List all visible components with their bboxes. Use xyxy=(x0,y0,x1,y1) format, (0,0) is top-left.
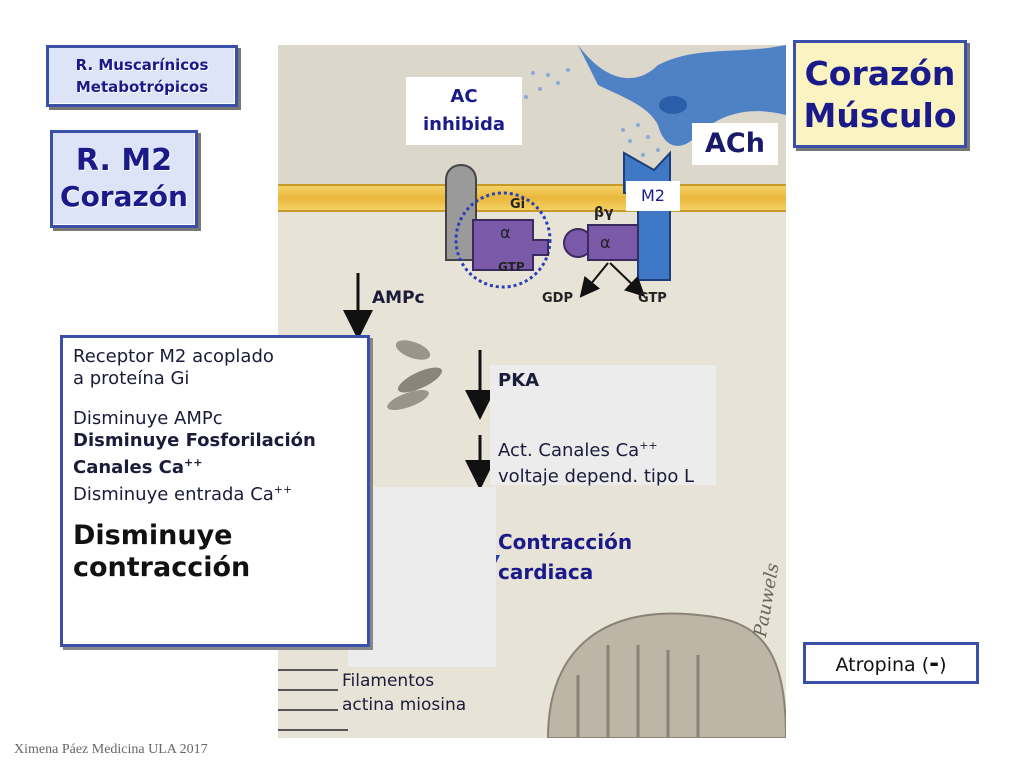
calcium-channel-label: Act. Canales Ca++ voltaje depend. tipo L xyxy=(498,433,694,490)
page-title-box: Corazón Músculo xyxy=(793,40,967,148)
gtp-right-label: GTP xyxy=(638,291,667,306)
organelle xyxy=(397,367,443,393)
filaments-label: Filamentos actina miosina xyxy=(338,667,471,719)
g-alpha-left xyxy=(472,219,549,271)
pka-area xyxy=(490,365,716,485)
m2-label: M2 xyxy=(626,181,680,211)
pka-label: PKA xyxy=(498,370,540,391)
page-title-line2: Músculo xyxy=(803,96,957,135)
channel-line2: voltaje depend. tipo L xyxy=(498,466,695,487)
organelle xyxy=(395,340,431,360)
contraction-line2: cardiaca xyxy=(498,560,594,584)
filaments-line1: Filamentos xyxy=(342,671,435,691)
gtp-arrow xyxy=(609,262,646,297)
gdp-label: GDP xyxy=(542,291,573,306)
ac-label-line2: inhibida xyxy=(422,114,506,135)
filament-area xyxy=(348,487,496,667)
panel-conclusion-line2: contracción xyxy=(73,552,251,583)
atropina-box: Atropina (-) xyxy=(803,642,979,684)
cristae xyxy=(576,645,700,738)
alpha-left-label: α xyxy=(500,223,511,242)
cell-membrane xyxy=(278,185,786,211)
panel-line2: a proteína Gi xyxy=(73,368,190,389)
panel-line6-text: Disminuye entrada Ca xyxy=(73,484,274,505)
alpha-right-label: α xyxy=(600,233,611,252)
receptor-type-organ: Corazón xyxy=(60,180,188,213)
panel-conclusion-line1: Disminuye xyxy=(73,520,233,551)
panel-line5: Canales Ca++ xyxy=(73,452,357,479)
receptor-type-title: R. M2 xyxy=(75,143,173,178)
channel-line1: Act. Canales Ca xyxy=(498,440,640,461)
vesicle xyxy=(659,96,687,114)
gi-label: Gi xyxy=(510,197,526,212)
panel-line4: Disminuye Fosforilación xyxy=(73,430,316,451)
gdp-arrow xyxy=(579,262,609,298)
panel-line5-text: Canales Ca xyxy=(73,457,185,478)
adenylyl-cyclase xyxy=(445,164,477,261)
receptor-class-box: R. Muscarínicos Metabotrópicos xyxy=(46,45,238,107)
ampc-label: AMPc xyxy=(372,288,425,308)
channel-superscript: ++ xyxy=(639,439,658,452)
receptor-class-line2: Metabotrópicos xyxy=(75,78,209,96)
ac-inhibida-label: AC inhibida xyxy=(406,77,522,145)
ach-molecules xyxy=(524,68,660,157)
atropina-label: Atropina ( xyxy=(835,654,930,676)
panel-line6-superscript: ++ xyxy=(273,483,293,496)
organelle xyxy=(387,390,429,410)
cell-drawing xyxy=(278,45,786,738)
ac-label-line1: AC xyxy=(450,86,478,107)
atropina-sign: - xyxy=(929,649,940,677)
receptor-class-line1: R. Muscarínicos xyxy=(75,56,209,74)
filaments-line2: actina miosina xyxy=(342,695,467,715)
panel-line6: Disminuye entrada Ca++ xyxy=(73,479,357,506)
footer-credit: Ximena Páez Medicina ULA 2017 xyxy=(14,742,208,757)
panel-line1: Receptor M2 acoplado xyxy=(73,346,274,367)
actin-myosin-filaments xyxy=(278,669,348,731)
receptor-type-box: R. M2 Corazón xyxy=(50,130,198,228)
panel-line3: Disminuye AMPc xyxy=(73,408,223,429)
gtp-left-label: GTP xyxy=(498,260,525,274)
beta-gamma-label: βγ xyxy=(594,205,614,221)
g-alpha-right xyxy=(587,224,639,261)
nerve-terminal xyxy=(578,45,786,146)
atropina-close: ) xyxy=(939,654,947,676)
gi-protein-highlight xyxy=(454,191,552,289)
ach-label: ACh xyxy=(692,123,778,165)
contraction-line1: Contracción xyxy=(498,530,633,554)
page-title-line1: Corazón xyxy=(804,54,956,93)
m2-effects-panel: Receptor M2 acoplado a proteína Gi Dismi… xyxy=(60,335,370,647)
contraction-label: Contracción cardiaca xyxy=(498,527,632,587)
panel-line5-superscript: ++ xyxy=(184,456,203,469)
